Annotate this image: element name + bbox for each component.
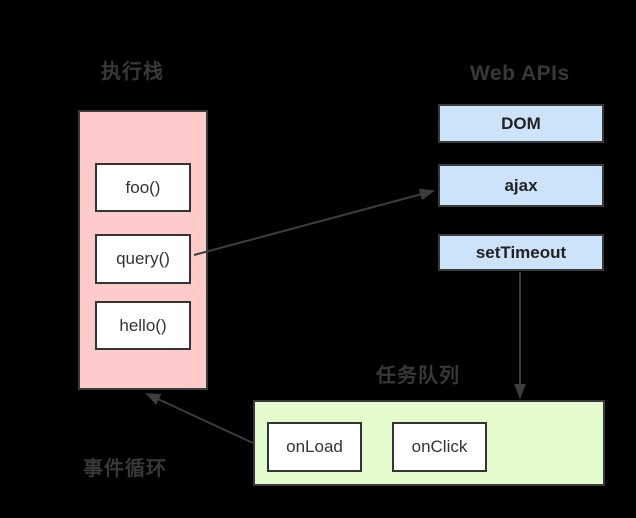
queue-task-onload: onLoad (267, 422, 362, 472)
arrow-query-to-ajax (193, 188, 435, 256)
arrow-queue-to-stack (145, 393, 254, 444)
web-api-ajax-label: ajax (504, 175, 538, 195)
stack-frame-hello-label: hello() (119, 315, 167, 335)
web-apis-title: Web APIs (470, 62, 570, 85)
stack-frame-query-label: query() (116, 249, 170, 268)
task-queue-title: 任务队列 (376, 365, 460, 387)
web-api-settimeout: setTimeout (438, 234, 604, 271)
stack-frame-hello: hello() (95, 301, 191, 350)
queue-task-onload-label: onLoad (286, 437, 343, 456)
web-api-ajax: ajax (438, 164, 604, 207)
queue-task-onclick-label: onClick (411, 437, 468, 456)
stack-frame-foo: foo() (95, 163, 191, 212)
stack-frame-foo-label: foo() (125, 177, 161, 197)
stack-frame-query: query() (95, 234, 191, 284)
web-api-dom-label: DOM (501, 113, 541, 133)
event-loop-label: 事件循环 (83, 458, 167, 480)
web-api-settimeout-label: setTimeout (475, 242, 567, 262)
web-api-dom: DOM (438, 104, 604, 143)
execution-stack-title: 执行栈 (101, 61, 164, 83)
queue-task-onclick: onClick (392, 422, 487, 472)
